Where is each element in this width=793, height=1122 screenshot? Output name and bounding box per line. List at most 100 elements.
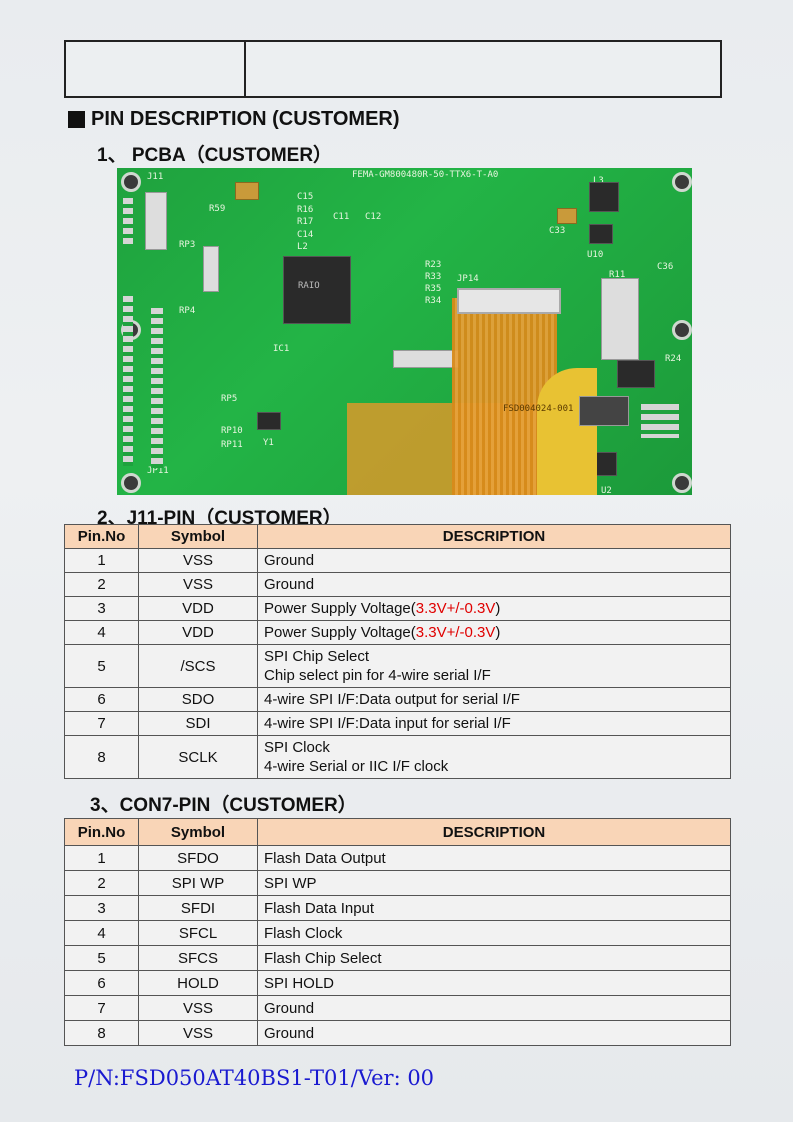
pin-number: 8: [64, 735, 139, 779]
table-row: 6 HOLD SPI HOLD: [64, 970, 731, 996]
controller-chip: RAIO: [283, 256, 351, 324]
description-line: SPI Chip Select: [264, 648, 370, 665]
pcb-silkscreen-label: C36: [657, 262, 674, 272]
pcb-silkscreen-label: L3: [593, 176, 604, 186]
table-row: 1 SFDO Flash Data Output: [64, 845, 731, 871]
pin-number: 3: [64, 895, 139, 921]
pin-symbol: /SCS: [138, 644, 258, 688]
ic-chip: [617, 360, 655, 388]
pin-number: 1: [64, 548, 139, 573]
pcb-silkscreen-label: R34: [425, 296, 442, 306]
description-text: ): [495, 600, 501, 617]
table-row: 3 SFDI Flash Data Input: [64, 895, 731, 921]
pcb-silkscreen-label: R35: [425, 284, 442, 294]
voltage-value: 3.3V+/-0.3V: [415, 624, 496, 641]
regulator-chip: [589, 224, 613, 244]
pin-symbol: SFCS: [138, 945, 258, 971]
j11-subheading: 2、J11-PIN（CUSTOMER）: [97, 508, 342, 529]
mounting-hole: [672, 320, 692, 340]
resistor-array: [203, 246, 219, 292]
tantalum-capacitor: [557, 208, 577, 224]
tantalum-capacitor: [235, 182, 259, 200]
pin-header: [123, 198, 133, 244]
pin-description: Ground: [257, 548, 731, 573]
pcb-part-label: FEMA-GM800480R-50-TTX6-T-A0: [352, 170, 499, 180]
pin-header: [151, 308, 163, 468]
con7-pin-table: Pin.No Symbol DESCRIPTION 1 SFDO Flash D…: [64, 818, 731, 1046]
column-header: Symbol: [138, 818, 258, 846]
section-heading: PIN DESCRIPTION (CUSTOMER): [68, 108, 400, 131]
pin-symbol: VDD: [138, 620, 258, 645]
table-row: 6 SDO 4-wire SPI I/F:Data output for ser…: [64, 687, 731, 712]
pin-symbol: VSS: [138, 1020, 258, 1046]
pin-description: Ground: [257, 1020, 731, 1046]
crystal: [257, 412, 281, 430]
pcb-silkscreen-label: C12: [365, 212, 382, 222]
pin-number: 6: [64, 687, 139, 712]
column-header: Pin.No: [64, 818, 139, 846]
pcb-silkscreen-label: R59: [209, 204, 226, 214]
pcb-silkscreen-label: R17: [297, 217, 314, 227]
table-row: 7 VSS Ground: [64, 995, 731, 1021]
part-number-footer: P/N:FSD050AT40BS1-T01/Ver: 00: [74, 1066, 435, 1090]
pcb-silkscreen-label: IC1: [273, 344, 290, 354]
table-row: 3 VDD Power Supply Voltage(3.3V+/-0.3V): [64, 596, 731, 621]
pin-number: 2: [64, 572, 139, 597]
table-row: 8 SCLK SPI Clock 4-wire Serial or IIC I/F…: [64, 735, 731, 779]
inductor: [589, 182, 619, 212]
black-square-bullet-icon: [68, 111, 85, 128]
pcb-silkscreen-label: C11: [333, 212, 350, 222]
column-header: Symbol: [138, 524, 258, 549]
description-line: 4-wire Serial or IIC I/F clock: [264, 758, 449, 775]
pin-symbol: VSS: [138, 548, 258, 573]
pin-number: 3: [64, 596, 139, 621]
voltage-value: 3.3V+/-0.3V: [415, 600, 496, 617]
pin-number: 5: [64, 644, 139, 688]
table-row: 1 VSS Ground: [64, 548, 731, 573]
pcb-silkscreen-label: JP11: [147, 466, 169, 476]
resistor-array: [601, 278, 639, 360]
pcb-silkscreen-label: R16: [297, 205, 314, 215]
description-text: Power Supply Voltage(: [264, 624, 416, 641]
pin-symbol: HOLD: [138, 970, 258, 996]
mounting-hole: [121, 473, 141, 493]
pin-symbol: VSS: [138, 995, 258, 1021]
table-row: 2 SPI WP SPI WP: [64, 870, 731, 896]
table-row: 4 SFCL Flash Clock: [64, 920, 731, 946]
pin-symbol: SFDO: [138, 845, 258, 871]
pin-symbol: SDI: [138, 711, 258, 736]
yellow-film: [537, 368, 597, 495]
pcb-silkscreen-label: RP5: [221, 394, 238, 404]
j11-pin-table: Pin.No Symbol DESCRIPTION 1 VSS Ground 2…: [64, 524, 731, 779]
pcb-silkscreen-label: RP4: [179, 306, 196, 316]
pin-symbol: SDO: [138, 687, 258, 712]
pcb-silkscreen-label: U10: [587, 250, 604, 260]
pin-description: Flash Chip Select: [257, 945, 731, 971]
table-row: 8 VSS Ground: [64, 1020, 731, 1046]
resistor-array: [393, 350, 459, 368]
description-line: Chip select pin for 4-wire serial I/F: [264, 667, 491, 684]
pin-number: 2: [64, 870, 139, 896]
pin-description: Flash Clock: [257, 920, 731, 946]
description-line: SPI Clock: [264, 739, 330, 756]
pin-description: Power Supply Voltage(3.3V+/-0.3V): [257, 620, 731, 645]
mounting-hole: [672, 172, 692, 192]
pin-description: 4-wire SPI I/F:Data output for serial I/…: [257, 687, 731, 712]
pcb-silkscreen-label: RP10: [221, 426, 243, 436]
fpc-connector: [457, 288, 561, 314]
pin-number: 4: [64, 920, 139, 946]
table-row: 7 SDI 4-wire SPI I/F:Data input for seri…: [64, 711, 731, 736]
pcb-silkscreen-label: C33: [549, 226, 566, 236]
pcb-silkscreen-label: RP3: [179, 240, 196, 250]
pcb-silkscreen-label: C14: [297, 230, 314, 240]
j11-connector: [145, 192, 167, 250]
chip-marking: RAIO: [298, 281, 320, 291]
pcb-silkscreen-label: R23: [425, 260, 442, 270]
mounting-hole: [121, 172, 141, 192]
description-text: ): [495, 624, 501, 641]
pin-symbol: SCLK: [138, 735, 258, 779]
header-divider: [244, 42, 246, 96]
pcb-silkscreen-label: R24: [665, 354, 682, 364]
fpc-label: FSD004024-001: [503, 404, 574, 414]
pcb-silkscreen-label: C15: [297, 192, 314, 202]
